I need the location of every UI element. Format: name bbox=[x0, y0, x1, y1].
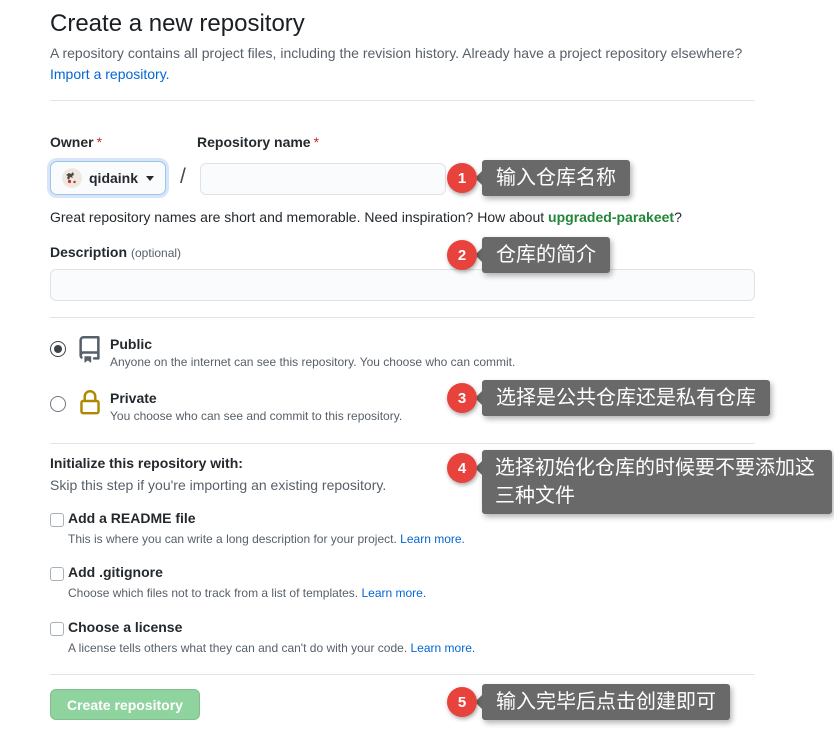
owner-select-button[interactable]: qidaink bbox=[50, 161, 167, 195]
annotation-3-tooltip: 选择是公共仓库还是私有仓库 bbox=[475, 380, 770, 416]
divider bbox=[50, 317, 755, 318]
add-gitignore-desc: Choose which files not to track from a l… bbox=[68, 586, 427, 600]
required-asterisk: * bbox=[313, 134, 320, 150]
private-option-title: Private bbox=[110, 390, 157, 406]
add-gitignore-checkbox[interactable] bbox=[50, 567, 64, 581]
owner-name: qidaink bbox=[89, 170, 139, 186]
annotation-1-tooltip: 输入仓库名称 bbox=[475, 160, 630, 196]
choose-license-desc: A license tells others what they can and… bbox=[68, 641, 476, 655]
private-radio[interactable] bbox=[50, 396, 66, 412]
add-readme-desc: This is where you can write a long descr… bbox=[68, 532, 465, 546]
suggested-repo-name: upgraded-parakeet bbox=[548, 209, 675, 225]
repo-book-icon bbox=[76, 335, 103, 369]
annotation-1: 1 输入仓库名称 bbox=[447, 160, 630, 196]
add-gitignore-label: Add .gitignore bbox=[68, 564, 163, 580]
add-readme-label: Add a README file bbox=[68, 510, 196, 526]
public-option-title: Public bbox=[110, 336, 153, 352]
divider bbox=[50, 100, 755, 101]
choose-license-label: Choose a license bbox=[68, 619, 183, 635]
user-avatar-icon bbox=[62, 168, 82, 188]
annotation-2-tooltip: 仓库的简介 bbox=[475, 237, 610, 273]
annotation-4-tooltip: 选择初始化仓库的时候要不要添加这三种文件 bbox=[475, 450, 832, 514]
private-option-desc: You choose who can see and commit to thi… bbox=[110, 409, 403, 423]
initialize-subheading: Skip this step if you're importing an ex… bbox=[50, 477, 387, 493]
annotation-5: 5 输入完毕后点击创建即可 bbox=[447, 684, 730, 720]
annotation-2-badge: 2 bbox=[447, 240, 477, 270]
divider bbox=[50, 443, 755, 444]
annotation-5-badge: 5 bbox=[447, 687, 477, 717]
description-input[interactable] bbox=[50, 269, 755, 301]
repo-name-hint: Great repository names are short and mem… bbox=[50, 209, 682, 225]
public-radio[interactable] bbox=[50, 341, 66, 357]
owner-label: Owner* bbox=[50, 134, 103, 150]
intro-text: A repository contains all project files,… bbox=[50, 45, 743, 61]
annotation-3-badge: 3 bbox=[447, 383, 477, 413]
readme-learn-more-link[interactable]: Learn more. bbox=[400, 532, 465, 546]
add-readme-checkbox[interactable] bbox=[50, 513, 64, 527]
optional-hint: (optional) bbox=[131, 246, 182, 260]
owner-repo-separator: / bbox=[180, 165, 186, 188]
annotation-2: 2 仓库的简介 bbox=[447, 237, 610, 273]
divider bbox=[50, 674, 755, 675]
public-option-desc: Anyone on the internet can see this repo… bbox=[110, 355, 516, 369]
create-repository-button[interactable]: Create repository bbox=[50, 689, 200, 720]
description-label: Description(optional) bbox=[50, 244, 182, 260]
repository-name-label: Repository name* bbox=[197, 134, 320, 150]
annotation-3: 3 选择是公共仓库还是私有仓库 bbox=[447, 380, 770, 416]
annotation-4: 4 选择初始化仓库的时候要不要添加这三种文件 bbox=[447, 450, 832, 514]
page-title: Create a new repository bbox=[50, 10, 305, 37]
license-learn-more-link[interactable]: Learn more. bbox=[410, 641, 476, 655]
gitignore-learn-more-link[interactable]: Learn more. bbox=[361, 586, 427, 600]
lock-icon bbox=[77, 389, 103, 422]
annotation-4-badge: 4 bbox=[447, 453, 477, 483]
initialize-heading: Initialize this repository with: bbox=[50, 455, 243, 471]
choose-license-checkbox[interactable] bbox=[50, 622, 64, 636]
annotation-1-badge: 1 bbox=[447, 163, 477, 193]
page-intro: A repository contains all project files,… bbox=[50, 43, 760, 85]
dropdown-caret-icon bbox=[146, 175, 155, 181]
import-repository-link[interactable]: Import a repository. bbox=[50, 66, 170, 82]
annotation-5-tooltip: 输入完毕后点击创建即可 bbox=[475, 684, 730, 720]
required-asterisk: * bbox=[96, 134, 103, 150]
repository-name-input[interactable] bbox=[200, 163, 446, 195]
